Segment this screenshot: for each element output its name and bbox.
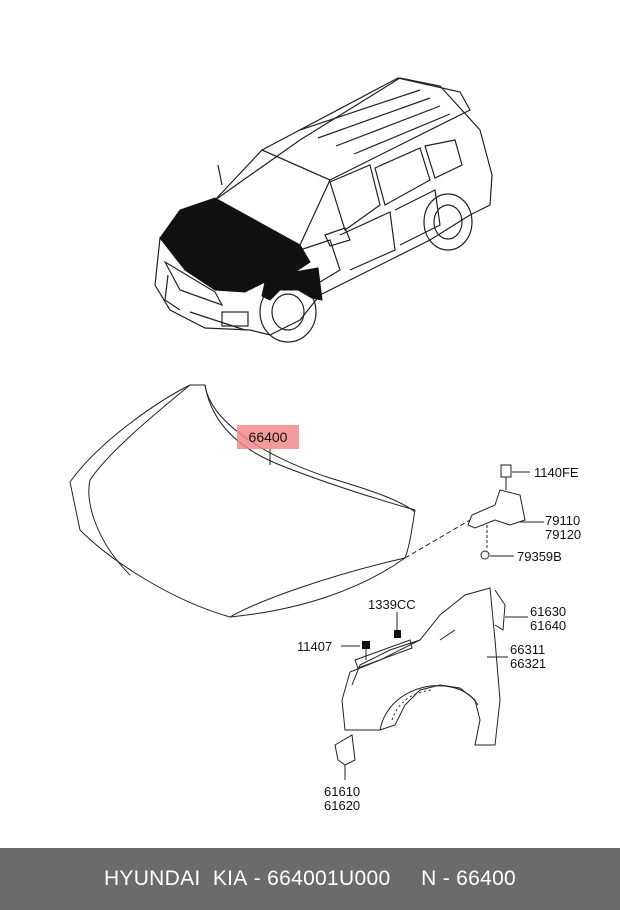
fender-bolt-icon [362,641,370,649]
label-66311: 66311 [510,642,545,657]
footer-gap [390,867,421,891]
hood-label-highlight [237,425,299,449]
part-info-footer: HYUNDAI KIA - 664001U000 N - 66400 [0,848,620,910]
fender-panel [334,587,506,780]
label-79120: 79120 [545,527,581,542]
label-61640: 61640 [530,618,566,633]
label-1339CC: 1339CC [368,597,416,612]
footer-separator: - [247,867,268,890]
label-66321: 66321 [510,656,546,671]
label-79110: 79110 [545,513,580,528]
label-66400: 66400 [249,429,288,445]
ref-number-text: 66400 [456,867,517,890]
brand-text: HYUNDAI KIA [103,867,248,890]
label-61610: 61610 [324,784,360,799]
ref-prefix-text: N - [421,867,457,890]
hood-panel [69,384,471,618]
car-fender-highlight [261,267,323,301]
clip-icon [394,630,401,638]
parts-diagram: 66400 1140FE 79110 79120 79359B 1339CC 1… [69,77,581,813]
part-number-text: 664001U000 [267,867,391,890]
label-61630: 61630 [530,604,566,619]
label-79359B: 79359B [517,549,562,564]
hinge-assembly [467,464,526,560]
label-11407: 11407 [297,639,332,654]
label-61620: 61620 [324,798,360,813]
label-1140FE: 1140FE [534,465,579,480]
